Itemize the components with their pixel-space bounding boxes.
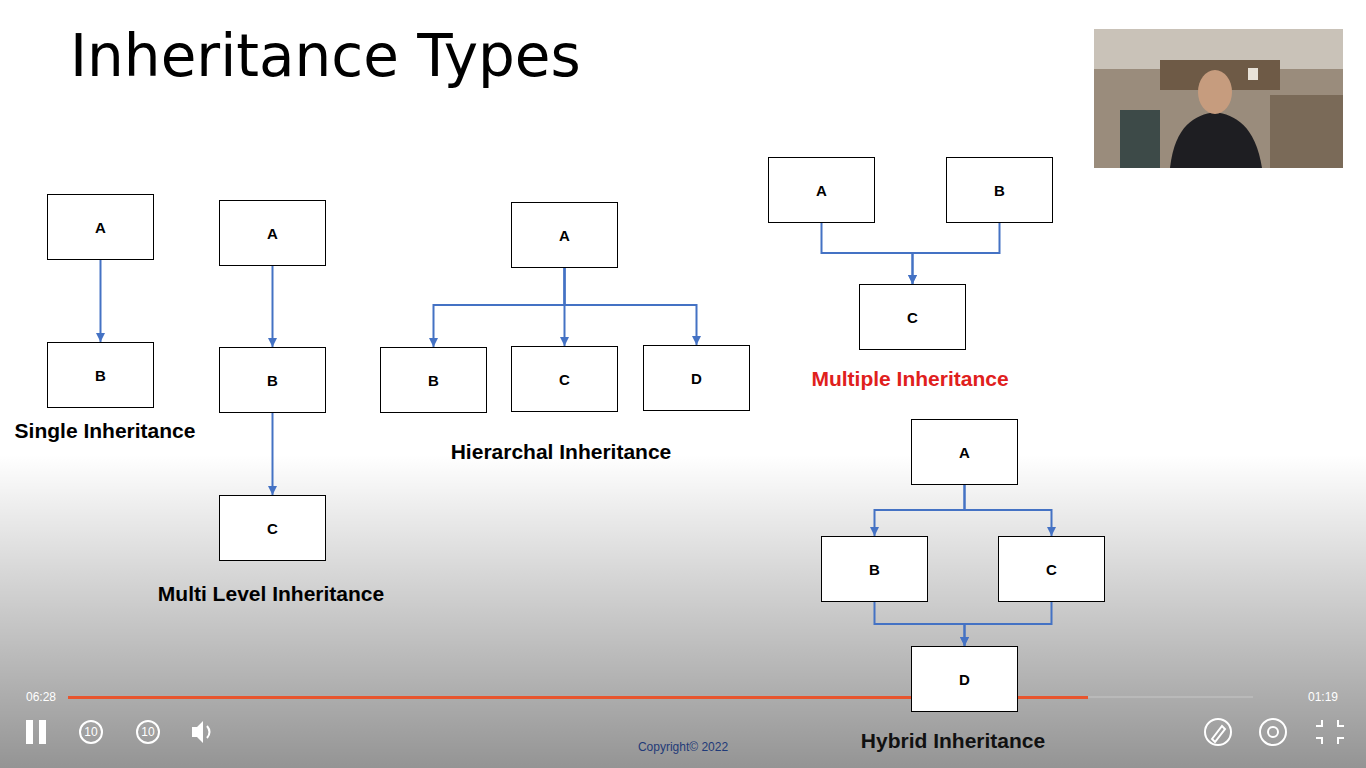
class-name: C	[267, 520, 278, 537]
type-caption: Multiple Inheritance	[811, 367, 1008, 391]
class-box: C	[219, 495, 326, 561]
class-name: B	[267, 372, 278, 389]
class-box: A	[768, 157, 875, 223]
type-caption: Single Inheritance	[15, 419, 196, 443]
progress-bar	[68, 696, 1253, 699]
class-name: A	[267, 225, 278, 242]
player-text: 06:28	[26, 690, 56, 704]
inheritance-arrow	[565, 268, 697, 345]
volume-icon	[192, 721, 210, 743]
type-caption: Hybrid Inheritance	[861, 729, 1045, 753]
class-box: A	[511, 202, 618, 268]
class-name: C	[907, 309, 918, 326]
class-box: D	[643, 345, 750, 411]
class-box: C	[511, 346, 618, 412]
type-caption: Multi Level Inheritance	[158, 582, 384, 606]
type-caption: Hierarchal Inheritance	[451, 440, 672, 464]
inheritance-arrow	[875, 602, 965, 646]
player-buttons	[1205, 719, 1344, 745]
inheritance-arrow	[913, 223, 1000, 284]
class-name: A	[959, 444, 970, 461]
class-name: B	[994, 182, 1005, 199]
inheritance-arrow	[965, 602, 1052, 646]
class-name: D	[959, 671, 970, 688]
inheritance-arrow	[822, 223, 913, 284]
slide-title: Inheritance Types	[70, 22, 581, 90]
pause-icon	[26, 720, 46, 744]
class-name: B	[95, 367, 106, 384]
inheritance-arrow	[875, 485, 965, 536]
class-box: A	[911, 419, 1018, 485]
class-name: D	[691, 370, 702, 387]
class-name: B	[428, 372, 439, 389]
player-text: 10	[141, 725, 154, 739]
class-name: C	[559, 371, 570, 388]
class-box: B	[47, 342, 154, 408]
player-text: 01:19	[1308, 690, 1338, 704]
player-text: Copyright© 2022	[638, 740, 728, 754]
class-box: C	[998, 536, 1105, 602]
class-name: C	[1046, 561, 1057, 578]
inheritance-arrow	[965, 485, 1052, 536]
class-name: B	[869, 561, 880, 578]
skip-icons	[80, 721, 159, 743]
class-box: A	[219, 200, 326, 266]
inheritance-arrow	[100, 260, 102, 342]
class-box: A	[47, 194, 154, 260]
class-box: B	[946, 157, 1053, 223]
class-name: A	[559, 227, 570, 244]
class-box: B	[219, 347, 326, 413]
class-box: C	[859, 284, 966, 350]
inheritance-arrow	[434, 268, 565, 347]
player-text: 10	[84, 725, 97, 739]
class-box: B	[821, 536, 928, 602]
class-name: A	[816, 182, 827, 199]
inheritance-arrow	[272, 266, 274, 347]
class-box: D	[911, 646, 1018, 712]
class-box: B	[380, 347, 487, 413]
inheritance-arrow	[272, 413, 274, 495]
class-name: A	[95, 219, 106, 236]
player-shade	[0, 455, 1366, 768]
webcam-thumbnail	[1094, 29, 1343, 168]
